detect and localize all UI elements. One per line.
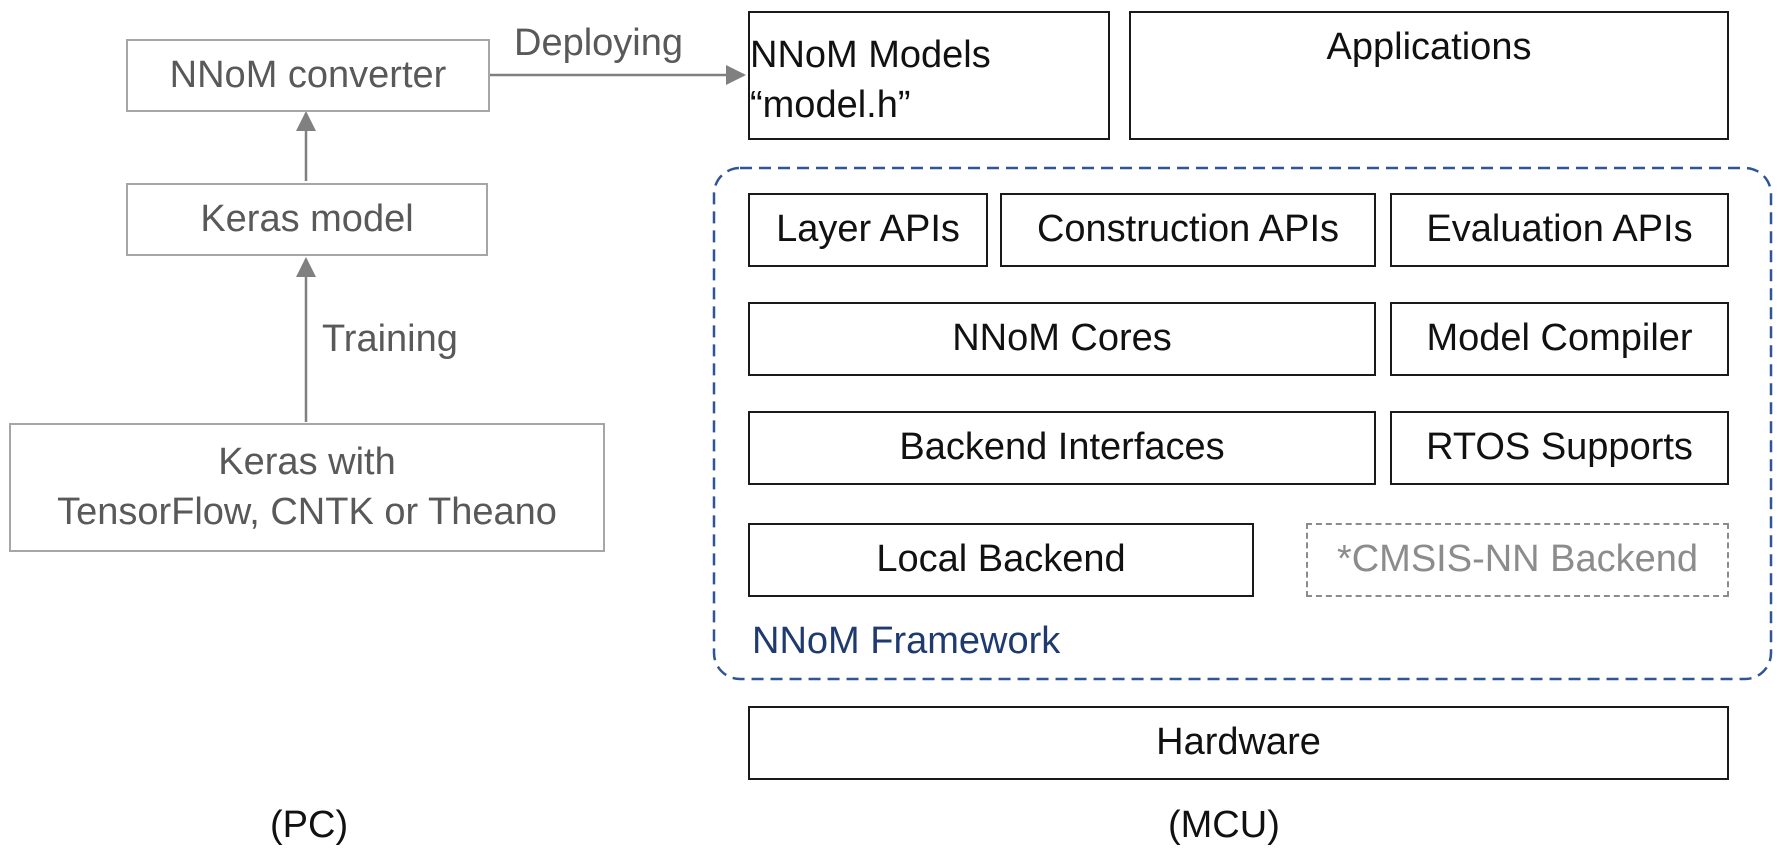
keras-model-label: Keras model	[200, 197, 414, 240]
evaluation-apis-label: Evaluation APIs	[1426, 208, 1693, 251]
keras-model-box: Keras model	[126, 183, 488, 256]
local-backend-label: Local Backend	[876, 538, 1126, 581]
evaluation-apis-box: Evaluation APIs	[1390, 193, 1729, 267]
rtos-supports-box: RTOS Supports	[1390, 411, 1729, 485]
local-backend-box: Local Backend	[748, 523, 1254, 597]
hardware-box: Hardware	[748, 706, 1729, 780]
construction-apis-box: Construction APIs	[1000, 193, 1376, 267]
nnom-models-line1: NNoM Models	[750, 34, 991, 77]
deploying-label: Deploying	[514, 22, 683, 64]
backend-interfaces-box: Backend Interfaces	[748, 411, 1376, 485]
nnom-framework-title: NNoM Framework	[752, 620, 1061, 662]
keras-with-line1: Keras with	[218, 441, 396, 484]
rtos-supports-label: RTOS Supports	[1426, 426, 1693, 469]
applications-box: Applications	[1129, 11, 1729, 140]
nnom-models-line2: “model.h”	[750, 83, 911, 126]
training-label: Training	[322, 318, 458, 360]
applications-label: Applications	[1326, 26, 1532, 68]
nnom-cores-label: NNoM Cores	[952, 317, 1172, 360]
backend-interfaces-label: Backend Interfaces	[899, 426, 1225, 469]
nnom-cores-box: NNoM Cores	[748, 302, 1376, 376]
layer-apis-label: Layer APIs	[776, 208, 960, 251]
layer-apis-box: Layer APIs	[748, 193, 988, 267]
nnom-converter-box: NNoM converter	[126, 39, 490, 112]
model-compiler-label: Model Compiler	[1426, 317, 1693, 360]
cmsis-nn-backend-box: *CMSIS-NN Backend	[1306, 523, 1729, 597]
hardware-label: Hardware	[1156, 721, 1321, 764]
keras-with-line2: TensorFlow, CNTK or Theano	[57, 490, 557, 533]
cmsis-nn-backend-label: *CMSIS-NN Backend	[1336, 538, 1699, 581]
framework-container	[712, 166, 1773, 681]
pc-caption: (PC)	[270, 804, 349, 846]
nnom-converter-label: NNoM converter	[169, 53, 447, 96]
mcu-caption: (MCU)	[1168, 804, 1280, 846]
keras-backend-box: Keras with TensorFlow, CNTK or Theano	[9, 423, 605, 552]
nnom-models-box: NNoM Models “model.h”	[748, 11, 1110, 140]
construction-apis-label: Construction APIs	[1036, 208, 1340, 251]
model-compiler-box: Model Compiler	[1390, 302, 1729, 376]
